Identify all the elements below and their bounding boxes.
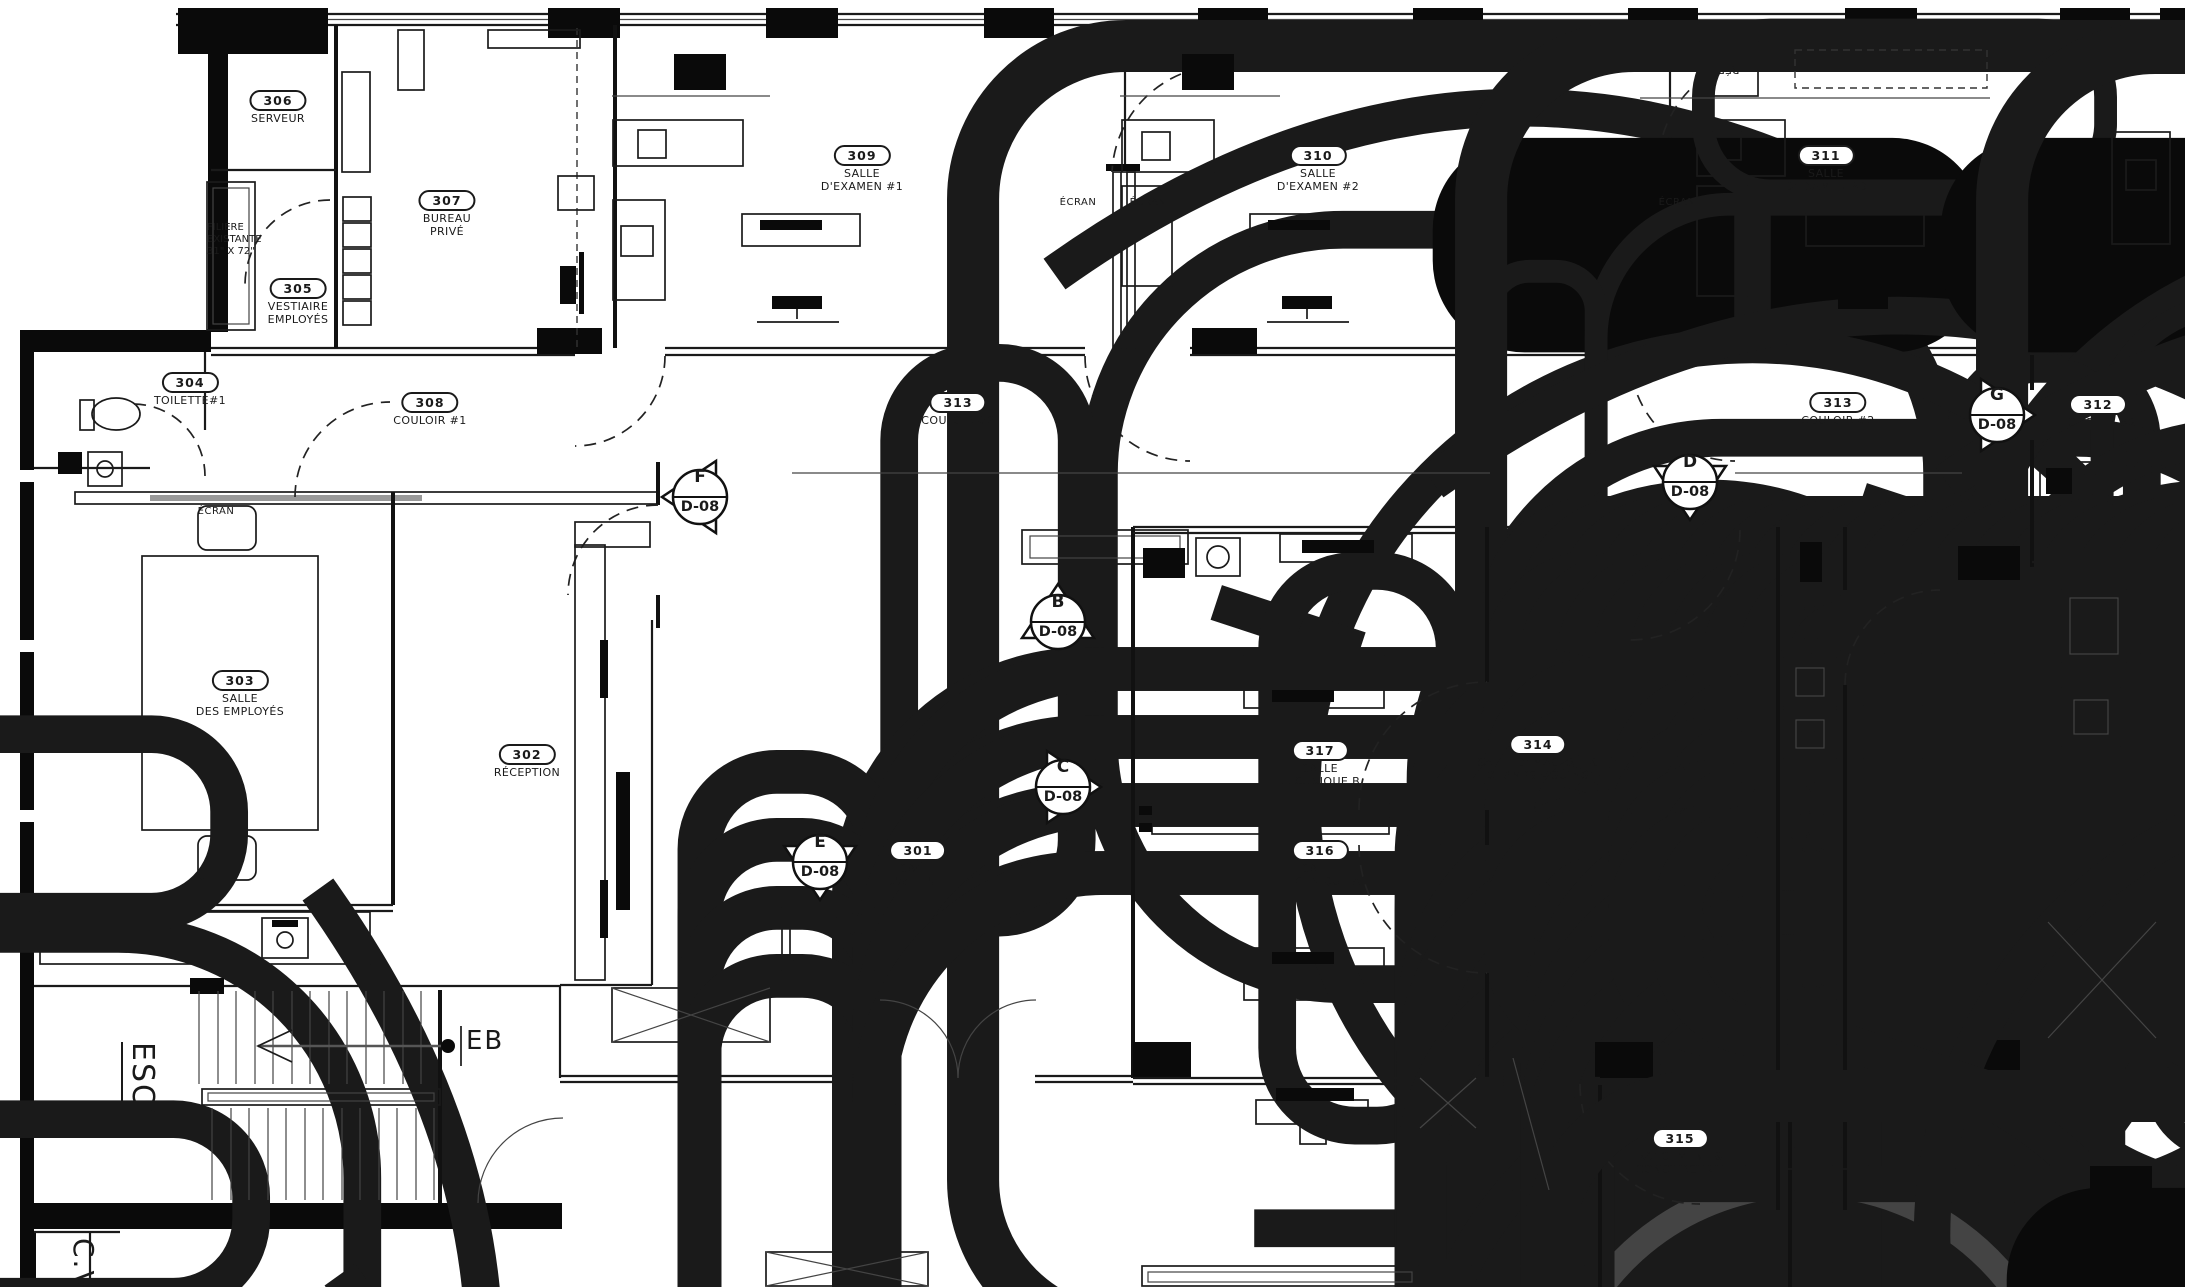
door-tag-C: C D-08	[1021, 745, 1105, 829]
room-number: 308	[401, 392, 459, 413]
room-number: 317	[1291, 740, 1349, 761]
room-name: TOILETTE#1	[153, 394, 227, 407]
room-label-316: 316 SALLE TECHNIQUE A	[1280, 840, 1360, 888]
cv-label: C.V	[67, 1238, 100, 1287]
room-name: COULOIR #2	[1801, 414, 1875, 427]
exam-rooms	[612, 25, 2185, 1287]
room-label-304: 304 TOILETTE#1	[154, 372, 226, 408]
door-letter: F	[694, 467, 706, 487]
rooms-topleft	[0, 25, 2143, 1287]
room-name: SALLE TECHNIQUE B	[1279, 762, 1361, 788]
stair-label: ESC1	[121, 1042, 160, 1129]
room-number: 301	[889, 840, 947, 861]
room-number: 311	[1797, 145, 1855, 166]
room-number: 302	[498, 744, 556, 765]
door-tag-B: B D-08	[1016, 580, 1100, 664]
corridor-chairs	[792, 472, 2185, 1287]
room-label-310: 310 SALLE D'EXAMEN #2	[1277, 145, 1359, 193]
room-name: SALLE DES EMPLOYÉS	[195, 692, 285, 718]
door-code: D-08	[800, 864, 840, 880]
door-letter: G	[1990, 385, 2004, 405]
room-label-301: 301 SALLE D'ATTENTE	[886, 840, 950, 888]
room-label-303: 303 SALLE DES EMPLOYÉS	[196, 670, 284, 718]
ecran-label-4: ÉCRAN	[1658, 197, 1696, 208]
door-tag-F: F D-08	[658, 455, 742, 539]
room-number: 316	[1291, 840, 1349, 861]
ecran-label-1: ÉCRAN	[197, 506, 235, 517]
room-label-302: 302 RÉCEPTION	[494, 744, 560, 780]
room-number: 306	[249, 90, 307, 111]
room-number: 309	[833, 145, 891, 166]
room-name: SALLE D'EXAMEN #1	[820, 167, 904, 193]
fridge-label: RÉF	[1718, 63, 1740, 76]
room-number: 314	[1509, 734, 1567, 755]
room-name: SALLE TECHNIQUE A	[1279, 862, 1361, 888]
door-tag-E: E D-08	[778, 820, 862, 904]
room-number: 310	[1289, 145, 1347, 166]
ecran-label-3: ÉCRAN	[1129, 197, 1167, 208]
filiere-note: FILIÈRE EXISTANTE 31" X 72"	[207, 222, 262, 257]
right-casework	[1776, 527, 2157, 1210]
door-code: D-08	[1670, 484, 1710, 500]
room-label-311: 311 SALLE D'EXAMEN #3	[1785, 145, 1867, 193]
door-code: D-08	[680, 499, 720, 515]
room-label-312: 312 TOILETTE #2	[2060, 394, 2136, 430]
room-name: SALLE D'ATTENTE	[886, 862, 950, 888]
benchmark-label: EB	[466, 1026, 505, 1056]
room-number: 303	[211, 670, 269, 691]
door-letter: E	[814, 832, 826, 852]
door-tag-G: G D-08	[1955, 373, 2039, 457]
room-label-307: 307 BUREAU PRIVÉ	[418, 190, 476, 238]
room-label-313-a: 313 COULOIR #2	[921, 392, 994, 428]
door-letter: B	[1051, 592, 1065, 612]
door-tag-D: D D-08	[1648, 440, 1732, 524]
room-label-313-b: 313 COULOIR #2	[1801, 392, 1874, 428]
door-letter: D	[1682, 452, 1698, 472]
room-name: COULOIR #2	[921, 414, 995, 427]
room-label-317: 317 SALLE TECHNIQUE B	[1280, 740, 1360, 788]
room-name: SALLE D'EXAMEN #2	[1276, 167, 1360, 193]
toilet-312	[2030, 355, 2185, 570]
room-name: TOILETTE #2	[2059, 416, 2137, 429]
bottom-rooms	[765, 1057, 2185, 1287]
room-name: RANGEMENT & CONCIERGERIE	[1635, 1150, 1725, 1176]
room-name: VESTIAIRE EMPLOYÉS	[267, 300, 329, 326]
ecran-label-2: ÉCRAN	[1059, 197, 1097, 208]
door-code: D-08	[1038, 624, 1078, 640]
room-number: 315	[1651, 1128, 1709, 1149]
room-label-315: 315 RANGEMENT & CONCIERGERIE	[1636, 1128, 1724, 1176]
room-label-308: 308 COULOIR #1	[393, 392, 466, 428]
room-name: SALLE D'IMAGERIE & CHAMPS VISUELS	[1477, 756, 1599, 782]
stairwell	[34, 978, 564, 1204]
room-name: SALLE D'EXAMEN #3	[1784, 167, 1868, 193]
room-label-314: 314 SALLE D'IMAGERIE & CHAMPS VISUELS	[1477, 734, 1599, 782]
waiting-area	[781, 681, 2185, 1287]
room-label-309: 309 SALLE D'EXAMEN #1	[821, 145, 903, 193]
room-number: 313	[929, 392, 987, 413]
room-number: 313	[1809, 392, 1867, 413]
door-code: D-08	[1977, 417, 2017, 433]
room-name: RÉCEPTION	[493, 766, 561, 779]
room-label-306: 306 SERVEUR	[249, 90, 307, 126]
door-code: D-08	[1043, 789, 1083, 805]
room-label-305: 305 VESTIAIRE EMPLOYÉS	[268, 278, 329, 326]
reception	[0, 462, 1135, 1287]
room-name: SERVEUR	[251, 112, 305, 125]
room-number: 312	[2069, 394, 2127, 415]
room-number: 307	[418, 190, 476, 211]
room-number: 304	[161, 372, 219, 393]
room-number: 305	[269, 278, 327, 299]
door-letter: C	[1056, 757, 1070, 777]
exterior-walls	[18, 8, 2185, 1287]
room-name: COULOIR #1	[393, 414, 467, 427]
room-name: BUREAU PRIVÉ	[422, 212, 472, 238]
technical-rooms	[1131, 525, 2185, 1287]
